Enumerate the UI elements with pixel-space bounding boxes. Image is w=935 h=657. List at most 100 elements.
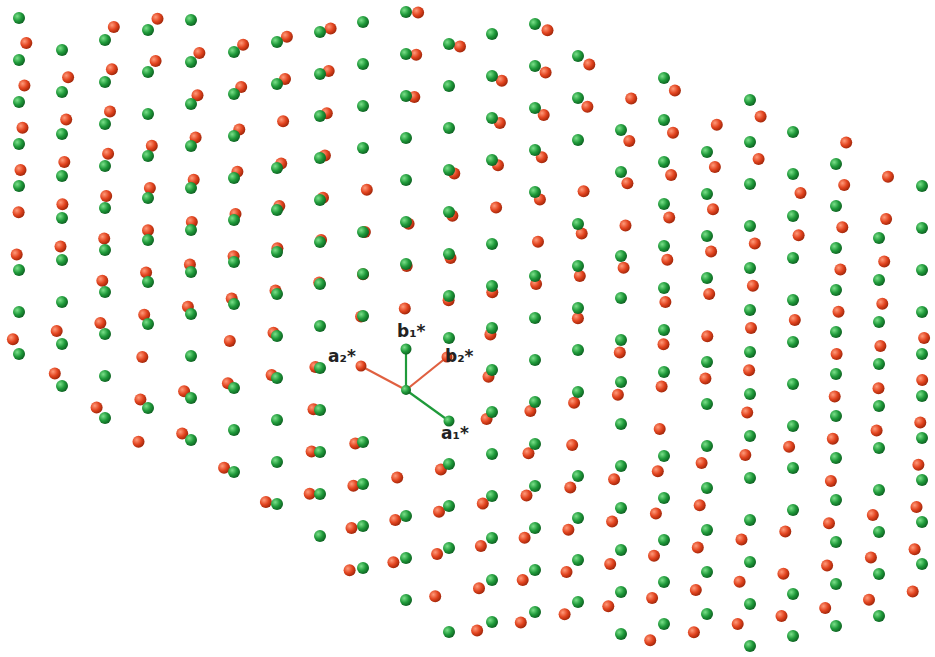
lattice-point xyxy=(142,150,154,162)
lattice-point xyxy=(615,124,627,136)
lattice-point xyxy=(914,416,926,428)
lattice-point xyxy=(529,606,541,618)
lattice-point xyxy=(399,302,411,314)
lattice-point xyxy=(486,532,498,544)
lattice-point xyxy=(443,38,455,50)
lattice-point xyxy=(654,423,666,435)
lattice-point xyxy=(658,240,670,252)
lattice-point xyxy=(357,100,369,112)
lattice-point xyxy=(692,542,704,554)
lattice-point xyxy=(604,558,616,570)
lattice-point xyxy=(314,152,326,164)
lattice-point xyxy=(658,492,670,504)
lattice-point xyxy=(13,348,25,360)
lattice-point xyxy=(744,388,756,400)
lattice-point xyxy=(271,414,283,426)
lattice-point xyxy=(701,608,713,620)
lattice-point xyxy=(314,194,326,206)
lattice-point xyxy=(667,127,679,139)
lattice-point xyxy=(744,262,756,274)
lattice-point xyxy=(827,433,839,445)
lattice-point xyxy=(185,14,197,26)
b1-tip xyxy=(401,344,412,355)
basis-vectors xyxy=(356,344,455,427)
lattice-point xyxy=(830,200,842,212)
lattice-point xyxy=(787,588,799,600)
lattice-point xyxy=(100,190,112,202)
lattice-point xyxy=(830,368,842,380)
lattice-point xyxy=(454,41,466,53)
lattice-point xyxy=(104,106,116,118)
lattice-point xyxy=(400,174,412,186)
lattice-point xyxy=(882,171,894,183)
lattice-point xyxy=(99,328,111,340)
lattice-point xyxy=(56,86,68,98)
lattice-point xyxy=(830,452,842,464)
lattice-point xyxy=(260,496,272,508)
lattice-point xyxy=(871,425,883,437)
lattice-point xyxy=(559,608,571,620)
lattice-point xyxy=(838,179,850,191)
lattice-point xyxy=(51,325,63,337)
lattice-point xyxy=(443,122,455,134)
lattice-point xyxy=(615,460,627,472)
lattice-point xyxy=(699,373,711,385)
lattice-point xyxy=(656,381,668,393)
lattice-point xyxy=(572,260,584,272)
lattice-point xyxy=(787,294,799,306)
lattice-point xyxy=(795,187,807,199)
lattice-point xyxy=(314,68,326,80)
lattice-point xyxy=(13,96,25,108)
lattice-point xyxy=(777,568,789,580)
lattice-point xyxy=(658,198,670,210)
lattice-point xyxy=(429,590,441,602)
lattice-point xyxy=(99,118,111,130)
lattice-point xyxy=(830,620,842,632)
lattice-point xyxy=(142,108,154,120)
lattice-point xyxy=(873,568,885,580)
lattice-point xyxy=(443,542,455,554)
lattice-point xyxy=(874,340,886,352)
lattice-point xyxy=(96,275,108,287)
lattice-point xyxy=(314,446,326,458)
lattice-point xyxy=(658,338,670,350)
lattice-point xyxy=(658,282,670,294)
lattice-point xyxy=(486,406,498,418)
lattice-point xyxy=(486,364,498,376)
lattice-point xyxy=(615,544,627,556)
lattice-point xyxy=(572,92,584,104)
lattice-point xyxy=(443,500,455,512)
lattice-point xyxy=(873,484,885,496)
lattice-point xyxy=(477,498,489,510)
lattice-point xyxy=(99,412,111,424)
lattice-point xyxy=(744,430,756,442)
lattice-point xyxy=(873,382,885,394)
lattice-point xyxy=(529,144,541,156)
lattice-point xyxy=(602,600,614,612)
lattice-point xyxy=(146,140,158,152)
lattice-point xyxy=(787,210,799,222)
lattice-point xyxy=(314,404,326,416)
lattice-point xyxy=(314,26,326,38)
lattice-point xyxy=(357,16,369,28)
lattice-point xyxy=(840,137,852,149)
lattice-point xyxy=(572,218,584,230)
lattice-point xyxy=(391,472,403,484)
lattice-point xyxy=(56,44,68,56)
lattice-point xyxy=(744,346,756,358)
lattice-point xyxy=(821,560,833,572)
lattice-point xyxy=(663,211,675,223)
lattice-point xyxy=(747,280,759,292)
lattice-point xyxy=(701,188,713,200)
lattice-point xyxy=(20,37,32,49)
lattice-point xyxy=(529,270,541,282)
lattice-point xyxy=(443,164,455,176)
lattice-point xyxy=(344,564,356,576)
lattice-point xyxy=(185,140,197,152)
lattice-point xyxy=(873,358,885,370)
lattice-point xyxy=(658,450,670,462)
lattice-point xyxy=(739,449,751,461)
origin-point xyxy=(401,385,411,395)
lattice-point xyxy=(734,576,746,588)
lattice-point xyxy=(56,296,68,308)
